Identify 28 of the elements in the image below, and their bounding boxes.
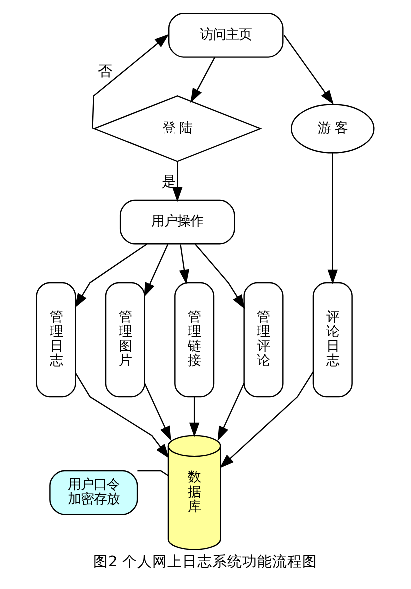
arrow [92,34,170,129]
node-box: 管理链接 [174,282,215,398]
caption: 图2 个人网上日志系统功能流程图 [94,553,318,570]
arrow [75,373,170,459]
arrow [190,57,216,104]
node-box: 访问主页 [168,13,284,58]
node-diamond: 登 陆 [92,95,262,162]
edge-label: 是 [162,173,178,190]
arrow [144,244,169,298]
arrow [220,372,314,469]
arrow [189,397,200,438]
node-box: 管理评论 [244,282,284,398]
node-box: 评论日志 [312,282,353,398]
arrow [284,35,334,105]
arrow [218,383,245,442]
node-box: 管理日志 [36,282,76,398]
arrow [144,383,172,442]
node-box: 用户操作 [120,200,236,245]
connector [138,470,169,476]
arrow [74,244,148,308]
node-ellipse: 游 客 [291,104,375,154]
node-box: 管理图片 [105,282,146,398]
arrow [172,162,183,202]
edge-label: 否 [98,63,113,80]
node-box: 用户口令加密存放 [50,470,138,516]
arrow [179,244,190,285]
arrow [194,244,246,310]
arrow [328,153,338,284]
